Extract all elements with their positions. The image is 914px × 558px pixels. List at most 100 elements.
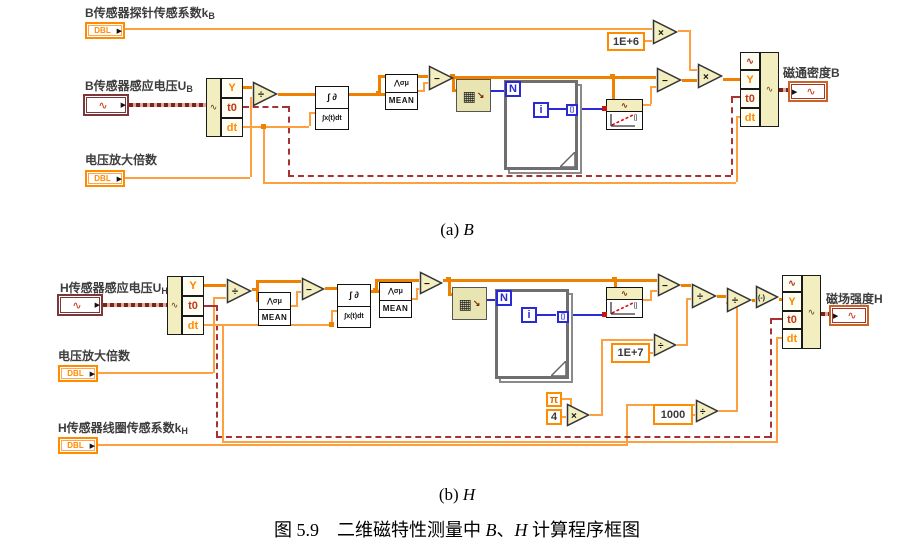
wire-waveform-out bbox=[779, 88, 788, 92]
integral-node: ∫ ∂ ∫x(t)dt bbox=[337, 284, 371, 328]
wire bbox=[650, 352, 653, 354]
svg-text:(-): (-) bbox=[758, 295, 765, 302]
linear-fit-node: ∿ [] bbox=[606, 287, 643, 318]
wire bbox=[686, 298, 691, 300]
for-loop bbox=[495, 289, 569, 379]
svg-text:×: × bbox=[703, 72, 709, 83]
wire bbox=[650, 290, 652, 301]
wire bbox=[448, 293, 452, 296]
wire-blue bbox=[537, 314, 556, 316]
wire-gain bbox=[213, 297, 215, 373]
svg-text:÷: ÷ bbox=[258, 89, 264, 101]
svg-text:−: − bbox=[434, 74, 440, 85]
wire-blue bbox=[568, 314, 606, 316]
multiply-node: × bbox=[566, 403, 591, 427]
wire-t0-rail bbox=[288, 175, 731, 177]
wire bbox=[681, 284, 691, 287]
waveform-in-cell: ∿ bbox=[740, 52, 760, 70]
constant-4: 4 bbox=[546, 409, 562, 425]
wire bbox=[686, 298, 688, 346]
wire-kh bbox=[98, 444, 626, 446]
constant-1000: 1000 bbox=[653, 404, 693, 425]
dt-out-cell: dt bbox=[221, 118, 243, 137]
dbl-terminal-gain-b: DBL▶ bbox=[58, 365, 98, 382]
fit-plot-icon: [] bbox=[610, 302, 638, 315]
label-output-h: 磁场强度H bbox=[826, 292, 883, 306]
label-ub: B传感器感应电压UB bbox=[85, 79, 193, 94]
build-waveform-icon: ∿ bbox=[760, 52, 779, 127]
wire-junction bbox=[329, 322, 334, 327]
wire bbox=[243, 86, 252, 89]
wire bbox=[643, 299, 651, 301]
svg-text:÷: ÷ bbox=[232, 286, 238, 298]
terminal-arrow-icon: ▶ bbox=[94, 302, 100, 309]
wire-blue bbox=[491, 90, 505, 92]
subtract-node: − bbox=[419, 271, 444, 295]
wire-dt bbox=[243, 126, 309, 128]
wire bbox=[645, 40, 652, 42]
svg-text:÷: ÷ bbox=[697, 291, 703, 303]
wire-t0 bbox=[288, 106, 290, 176]
fit-plot-icon: [] bbox=[610, 114, 638, 127]
wire bbox=[677, 344, 686, 346]
wire-dt bbox=[309, 112, 311, 126]
subtract-node: − bbox=[657, 273, 682, 297]
wire bbox=[736, 302, 738, 412]
wire bbox=[723, 78, 740, 81]
waveform-in-cell: ∿ bbox=[782, 275, 802, 292]
loop-corner bbox=[551, 361, 566, 376]
loop-count-terminal: N bbox=[505, 81, 521, 97]
terminal-arrow-icon: ▶ bbox=[833, 312, 839, 320]
terminal-arrow-icon: ▶ bbox=[792, 88, 798, 96]
label-gain-b: 电压放大倍数 bbox=[58, 349, 131, 363]
array-size-icon: ▦↘ bbox=[452, 287, 487, 320]
wire bbox=[378, 76, 381, 93]
for-loop bbox=[504, 80, 578, 170]
wire bbox=[643, 104, 651, 106]
terminal-arrow-icon: ▶ bbox=[116, 175, 122, 183]
wire bbox=[562, 416, 566, 418]
wire bbox=[752, 299, 755, 302]
wire-dt bbox=[263, 126, 265, 183]
loop-iteration-terminal: i bbox=[533, 102, 549, 118]
wire bbox=[452, 76, 455, 90]
wire bbox=[650, 290, 657, 292]
wire-t0 bbox=[770, 318, 782, 320]
t0-out-cell: t0 bbox=[182, 296, 204, 316]
waveform-control-ub: ∿▶ bbox=[83, 94, 129, 116]
svg-text:−: − bbox=[306, 285, 312, 296]
wire bbox=[349, 93, 385, 96]
wire-dt bbox=[222, 324, 224, 442]
loop-corner bbox=[560, 152, 575, 167]
t0-out-cell: t0 bbox=[221, 98, 243, 118]
wire-junction bbox=[261, 124, 266, 129]
wire bbox=[375, 279, 419, 282]
wire-blue bbox=[549, 108, 566, 110]
terminal-arrow-icon: ▶ bbox=[89, 442, 95, 450]
wire-t0 bbox=[204, 305, 216, 307]
svg-text:×: × bbox=[658, 28, 664, 39]
wire-dt-rail bbox=[263, 182, 736, 184]
divide-node: ÷ bbox=[653, 333, 678, 357]
terminal-arrow-icon: ▶ bbox=[120, 102, 126, 109]
array-size-icon: ▦↘ bbox=[456, 79, 491, 112]
multiply-node: × bbox=[697, 63, 724, 89]
wire-t0 bbox=[216, 305, 218, 437]
wire-t0 bbox=[770, 318, 772, 438]
wire bbox=[296, 292, 298, 307]
waveform-icon: ∿ bbox=[607, 100, 642, 112]
wire bbox=[693, 414, 695, 416]
wire bbox=[570, 398, 572, 409]
loop-iteration-terminal: i bbox=[521, 307, 537, 323]
wire-dt bbox=[776, 337, 778, 443]
wire bbox=[689, 69, 697, 71]
wire bbox=[562, 398, 570, 400]
wire-t0-rail bbox=[216, 436, 770, 438]
wire bbox=[252, 288, 258, 291]
t0-in-cell: t0 bbox=[782, 311, 802, 329]
loop-tunnel: [] bbox=[557, 311, 569, 323]
constant-pi: π bbox=[546, 392, 562, 407]
subtract-node: − bbox=[656, 67, 683, 93]
